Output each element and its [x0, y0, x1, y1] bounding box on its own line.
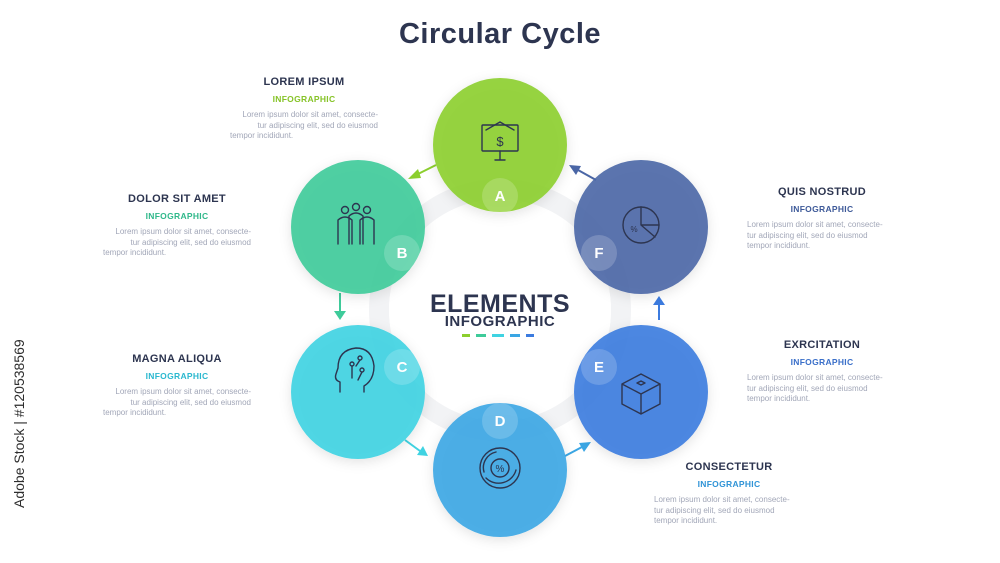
step-f-overlap [581, 235, 617, 271]
page-title: Circular Cycle [398, 18, 602, 50]
step-e-line-2: tur adipiscing elit, sed do eiusmod [747, 383, 868, 393]
step-a-circle [433, 78, 567, 212]
step-a-line-1: Lorem ipsum dolor sit amet, consecte- [242, 110, 378, 119]
step-d-overlap [482, 403, 518, 439]
svg-text:$: $ [496, 134, 504, 149]
step-e-circle [574, 325, 708, 459]
cycle-arrows [334, 164, 665, 457]
step-d-letter: D [495, 413, 506, 430]
step-f-heading: QUIS NOSTRUD [778, 186, 866, 198]
step-a-overlap [482, 178, 518, 214]
step-e-overlap [581, 349, 617, 385]
step-a-line-3: tempor incididunt. [230, 131, 294, 140]
step-b-letter: B [397, 245, 408, 262]
step-b-heading: DOLOR SIT AMET [128, 193, 226, 205]
step-c-sub: INFOGRAPHIC [145, 371, 209, 381]
step-e-line-3: tempor incididunt. [747, 394, 811, 403]
step-d-text: CONSECTETUR INFOGRAPHIC Lorem ipsum dolo… [654, 461, 804, 527]
step-d-circle [433, 403, 567, 537]
svg-text:%: % [630, 225, 637, 234]
center-subtitle: INFOGRAPHIC [444, 313, 556, 330]
step-b-line-3: tempor incididunt. [103, 248, 167, 257]
arrow-d-e [564, 446, 583, 457]
step-c-letter: C [397, 359, 408, 376]
arrow-f-a [577, 169, 597, 181]
step-b-line-2: tur adipiscing elit, sed do eiusmod [130, 237, 251, 247]
step-f-sub: INFOGRAPHIC [790, 204, 854, 214]
step-a-letter: A [495, 188, 506, 205]
cube-icon [621, 373, 661, 415]
step-a-text: LOREM IPSUM INFOGRAPHIC Lorem ipsum dolo… [230, 76, 378, 142]
step-c-line-2: tur adipiscing elit, sed do eiusmod [130, 397, 251, 407]
step-f-line-1: Lorem ipsum dolor sit amet, consecte- [747, 220, 883, 229]
arrow-c-d [404, 439, 421, 452]
step-c-line-3: tempor incididunt. [103, 408, 167, 417]
step-a-sub: INFOGRAPHIC [272, 94, 336, 104]
step-e-line-1: Lorem ipsum dolor sit amet, consecte- [747, 373, 883, 382]
step-b-overlap [384, 235, 420, 271]
step-d-heading: CONSECTETUR [685, 461, 773, 473]
team-icon [337, 202, 375, 245]
monitor-dollar-icon: $ [481, 121, 519, 161]
svg-text:%: % [496, 464, 505, 475]
center-dashes [462, 334, 534, 337]
step-c-overlap [384, 349, 420, 385]
step-f-line-2: tur adipiscing elit, sed do eiusmod [747, 230, 868, 240]
percent-disc-icon: % [479, 447, 521, 489]
step-f-line-3: tempor incididunt. [747, 241, 811, 250]
step-e-text: EXRCITATION INFOGRAPHIC Lorem ipsum dolo… [747, 339, 897, 405]
pie-chart-icon: % [622, 206, 660, 244]
step-a-heading: LOREM IPSUM [263, 76, 345, 88]
step-d-line-3: tempor incididunt. [654, 516, 718, 525]
step-f-circle [574, 160, 708, 294]
step-b-line-1: Lorem ipsum dolor sit amet, consecte- [115, 227, 251, 236]
step-c-line-1: Lorem ipsum dolor sit amet, consecte- [115, 387, 251, 396]
step-e-letter: E [594, 359, 604, 376]
step-d-sub: INFOGRAPHIC [697, 479, 761, 489]
step-c-heading: MAGNA ALIQUA [132, 353, 222, 365]
step-b-text: DOLOR SIT AMET INFOGRAPHIC Lorem ipsum d… [103, 193, 251, 259]
step-c-text: MAGNA ALIQUA INFOGRAPHIC Lorem ipsum dol… [103, 353, 251, 419]
step-e-heading: EXRCITATION [783, 339, 861, 351]
brain-head-icon [334, 347, 375, 393]
step-f-letter: F [594, 245, 603, 262]
step-b-sub: INFOGRAPHIC [145, 211, 209, 221]
center-title: ELEMENTS [429, 290, 571, 318]
step-d-line-2: tur adipiscing elit, sed do eiusmod [654, 505, 775, 515]
step-c-circle [291, 325, 425, 459]
step-b-circle [291, 160, 425, 294]
step-a-line-2: tur adipiscing elit, sed do eiusmod [257, 120, 378, 130]
step-d-line-1: Lorem ipsum dolor sit amet, consecte- [654, 495, 790, 504]
center-disc [389, 199, 611, 421]
step-f-text: QUIS NOSTRUD INFOGRAPHIC Lorem ipsum dol… [747, 186, 897, 252]
stock-watermark: Adobe Stock | #120538569 [11, 339, 27, 508]
step-e-sub: INFOGRAPHIC [790, 357, 854, 367]
